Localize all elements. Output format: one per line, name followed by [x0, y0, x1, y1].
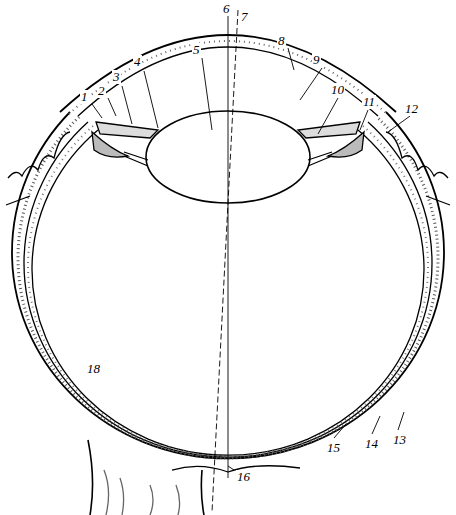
ciliary-left — [92, 132, 128, 157]
callout-number: 6 — [222, 2, 231, 16]
callout-number: 3 — [112, 70, 121, 84]
callout-number: 7 — [240, 10, 249, 24]
callout-number: 9 — [312, 53, 321, 67]
callout-number: 18 — [86, 362, 101, 376]
iris-left — [96, 122, 158, 138]
optic-nerve — [88, 440, 204, 515]
nerve-fibres — [104, 470, 180, 515]
conjunctiva-right — [386, 132, 448, 178]
leader-lines — [92, 48, 410, 470]
iris-right — [298, 122, 360, 138]
callout-number: 4 — [133, 55, 142, 69]
callout-number: 5 — [192, 43, 201, 57]
ciliary-right — [328, 132, 364, 157]
callout-number: 13 — [392, 433, 407, 447]
callout-number: 16 — [236, 470, 251, 484]
callout-number: 8 — [277, 34, 286, 48]
callout-number: 1 — [80, 90, 89, 104]
callout-number: 15 — [326, 441, 341, 455]
conjunctiva-left — [8, 132, 70, 178]
optic-axis — [228, 4, 229, 478]
callout-number: 10 — [330, 83, 345, 97]
visual-axis — [212, 10, 238, 512]
callout-number: 14 — [364, 437, 379, 451]
callout-number: 11 — [362, 95, 376, 109]
callout-number: 12 — [404, 102, 419, 116]
callout-number: 2 — [97, 84, 106, 98]
